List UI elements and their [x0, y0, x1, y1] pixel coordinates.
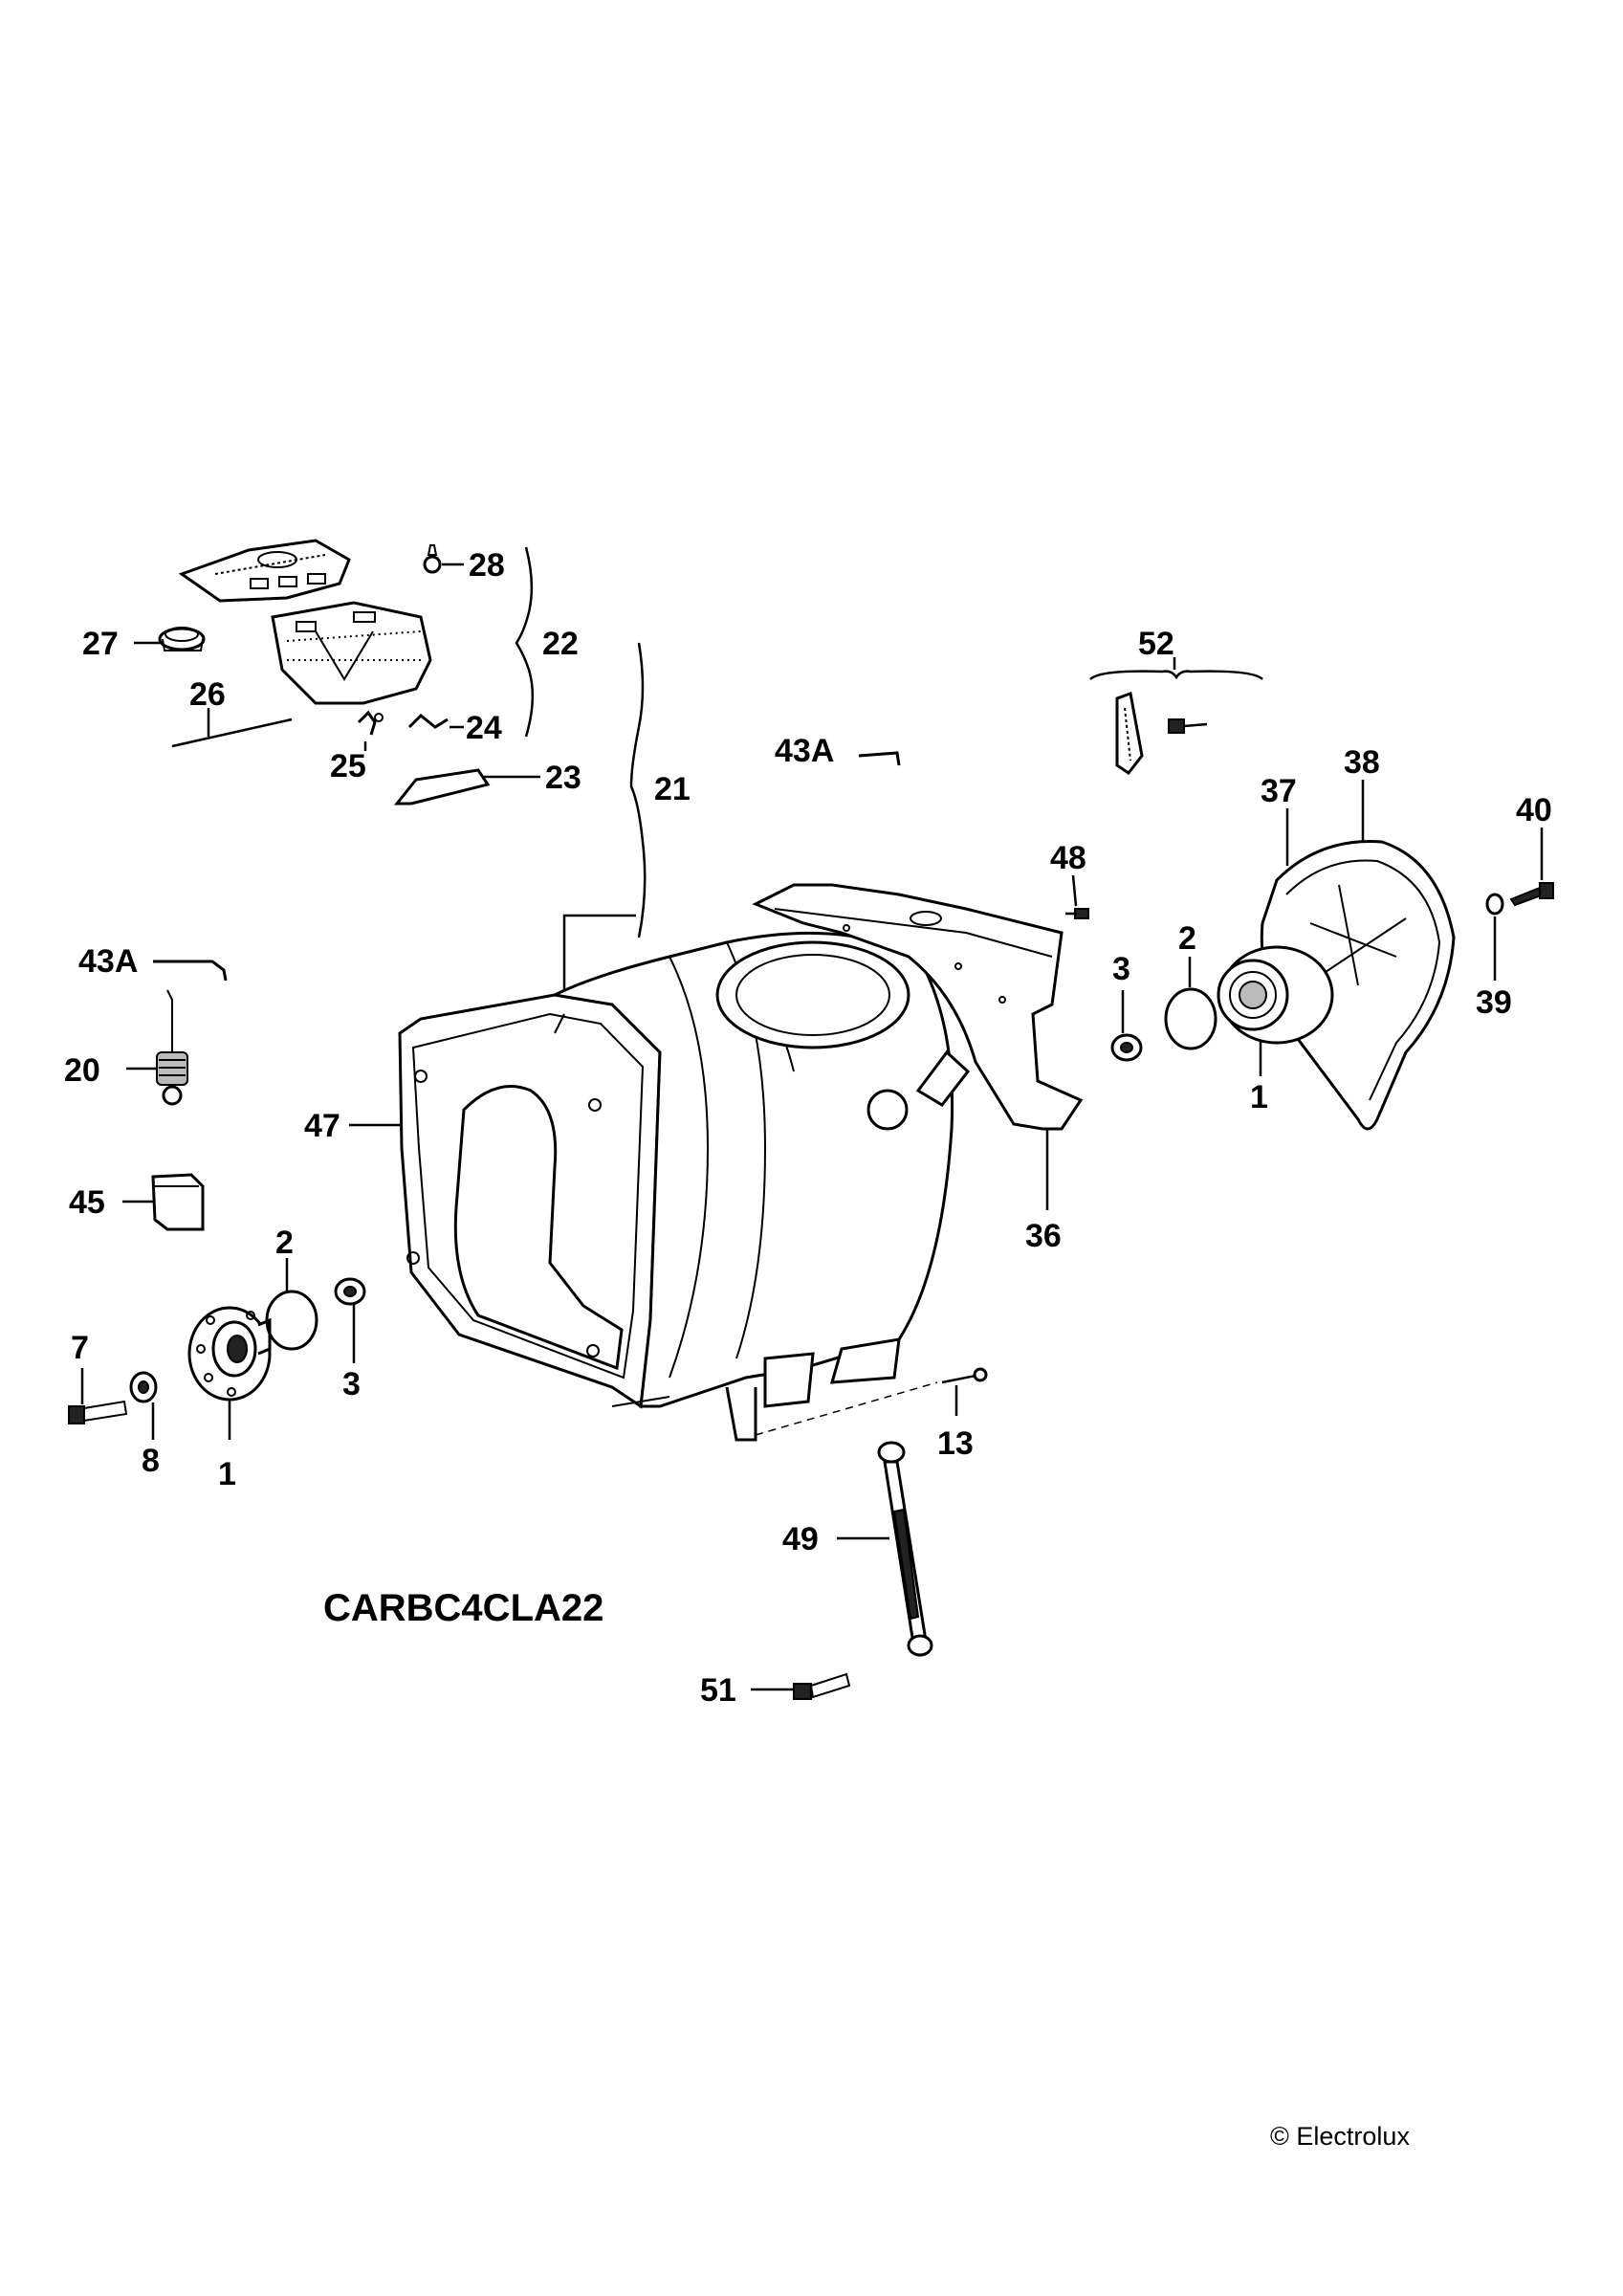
callout-27: 27: [82, 626, 119, 662]
part-3-right-washer: [1110, 1033, 1143, 1062]
callout-39: 39: [1476, 984, 1512, 1021]
part-2-right-oring: [1164, 987, 1217, 1050]
drawing-code: CARBC4CLA22: [323, 1587, 603, 1629]
leader-lines: [80, 563, 1544, 1691]
callout-43a-left: 43A: [78, 943, 138, 980]
callout-8: 8: [142, 1443, 160, 1479]
callout-26: 26: [189, 676, 226, 713]
callout-28: 28: [469, 547, 505, 584]
callout-13: 13: [937, 1425, 974, 1462]
callout-1-left: 1: [218, 1456, 236, 1492]
callout-52: 52: [1138, 626, 1174, 662]
part-7-bolt: [68, 1400, 128, 1424]
callout-24: 24: [466, 710, 502, 746]
callout-1-right: 1: [1250, 1079, 1268, 1115]
part-20-spring: [156, 989, 188, 1106]
callout-23: 23: [545, 760, 581, 796]
callout-45: 45: [69, 1184, 105, 1221]
callout-36: 36: [1025, 1218, 1062, 1254]
callout-22: 22: [542, 626, 579, 662]
part-49-damper: [877, 1441, 933, 1657]
part-1-right-hub: [1217, 945, 1334, 1045]
brace-21: [629, 642, 647, 938]
callout-2-left: 2: [275, 1225, 294, 1261]
callout-51: 51: [700, 1672, 736, 1709]
part-27-cap: [158, 627, 206, 651]
part-52-bracket: [1115, 691, 1208, 776]
part-8-washer: [129, 1371, 158, 1403]
callout-37: 37: [1261, 773, 1297, 809]
callout-3-left: 3: [342, 1366, 361, 1402]
callout-25: 25: [330, 748, 366, 784]
callout-49: 49: [782, 1521, 819, 1557]
part-23-strip: [393, 768, 491, 806]
part-top-cover: [178, 539, 351, 603]
part-39-washer: [1485, 893, 1504, 916]
callout-20: 20: [64, 1052, 100, 1089]
callout-43a-top: 43A: [775, 733, 834, 769]
callout-38: 38: [1344, 744, 1380, 781]
part-47-tub-front: [398, 993, 662, 1409]
part-45-block: [151, 1173, 205, 1231]
callout-3-right: 3: [1112, 951, 1130, 987]
callout-7: 7: [71, 1330, 89, 1366]
part-1-left-flange: [187, 1306, 272, 1402]
callout-40: 40: [1516, 792, 1552, 828]
part-43a-left-hook: [153, 960, 228, 982]
brace-22: [515, 546, 535, 738]
part-36-tub-rear: [752, 883, 1084, 1131]
part-43a-top-hook: [858, 751, 901, 766]
copyright-notice: © Electrolux: [1270, 2122, 1410, 2151]
callout-2-right: 2: [1178, 920, 1196, 957]
part-3-left-washer: [334, 1277, 366, 1306]
part-26-rod: [171, 718, 293, 748]
damper-guide-line: [755, 1381, 938, 1436]
part-rear-plate: [271, 601, 432, 705]
part-28-screw: [423, 544, 442, 574]
part-13-pin: [941, 1367, 988, 1384]
part-48-screw: [1065, 908, 1089, 919]
callout-21: 21: [654, 771, 691, 807]
part-tub-body: [550, 931, 971, 1442]
part-2-left-oring: [265, 1290, 318, 1351]
callout-48: 48: [1050, 840, 1086, 876]
part-51-bolt: [793, 1672, 851, 1700]
part-24-clip: [407, 713, 449, 729]
part-40-bolt: [1509, 882, 1554, 907]
callout-47: 47: [304, 1108, 340, 1144]
part-25-clip: [357, 710, 384, 736]
brace-52: [1089, 670, 1263, 680]
